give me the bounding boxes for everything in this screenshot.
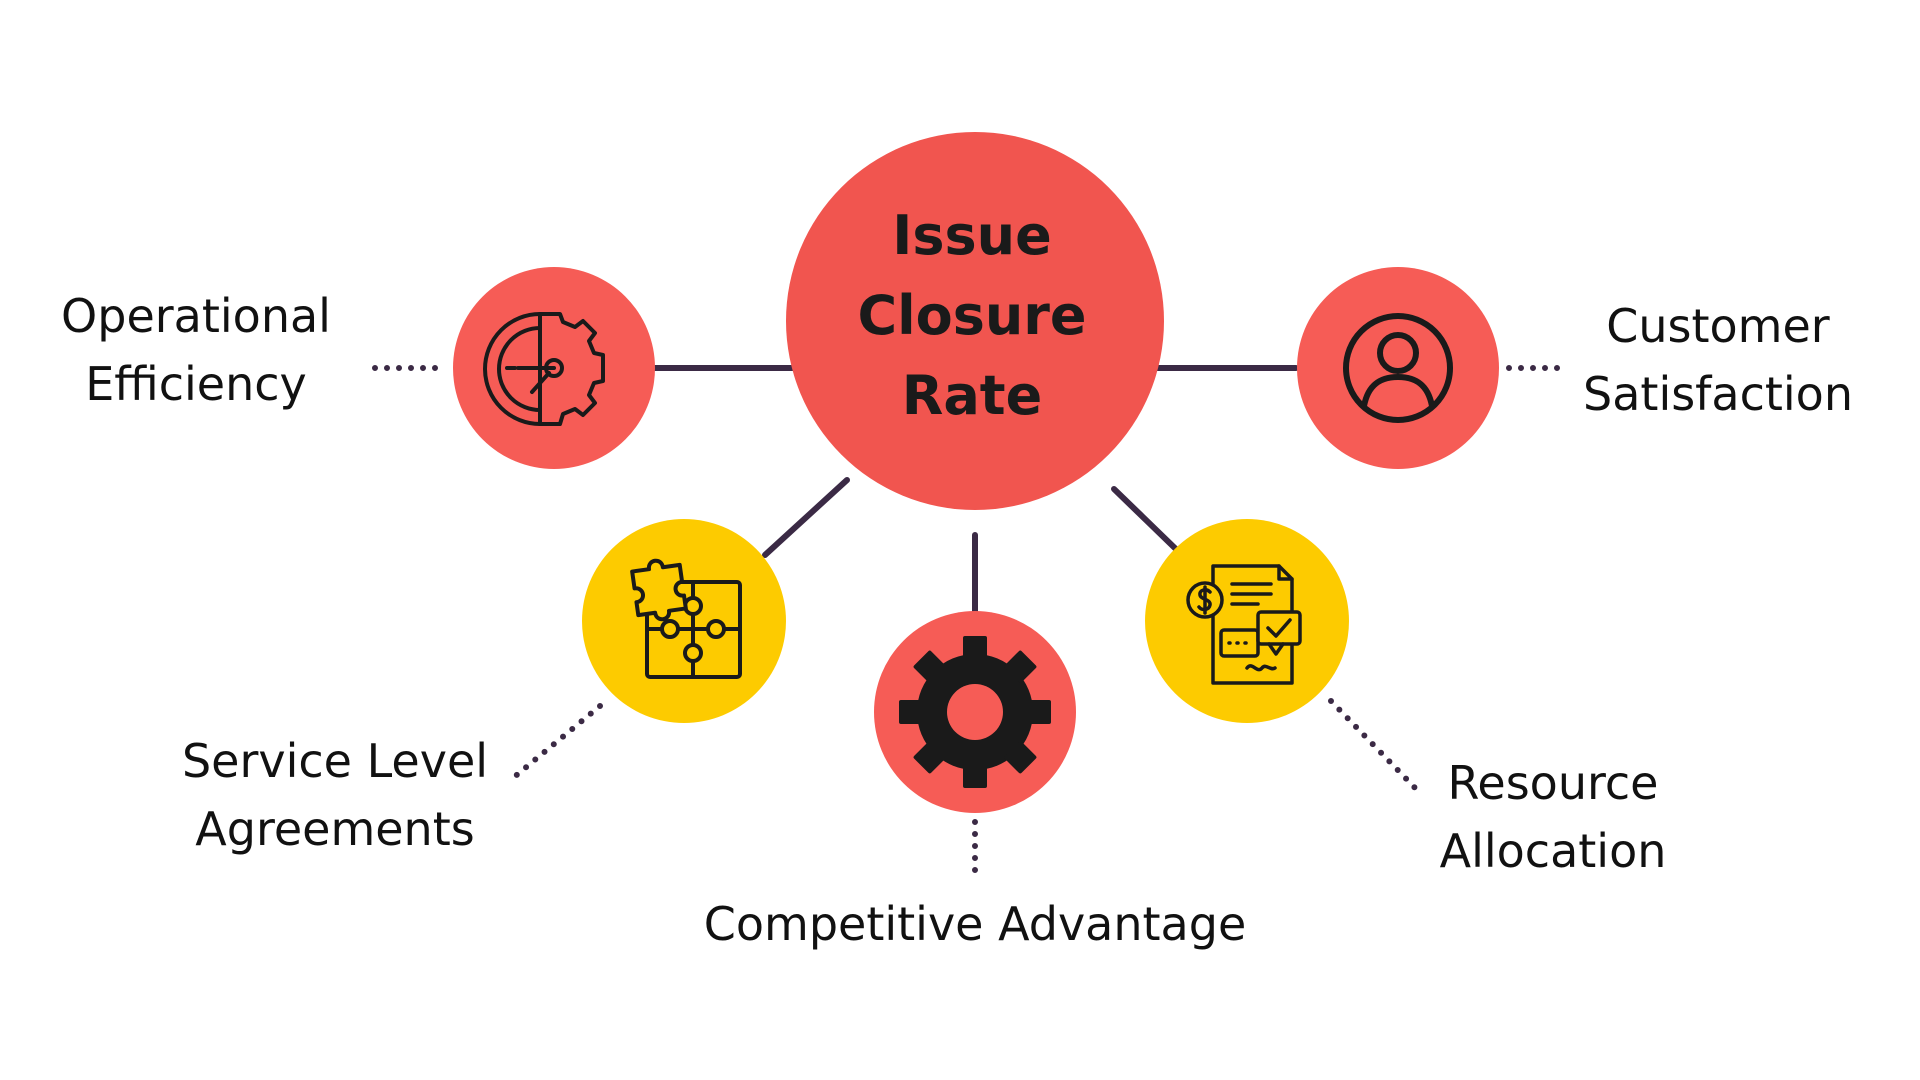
sla-line1: Service Level (181, 734, 489, 788)
stopwatch-gear-icon (483, 312, 605, 426)
node-customer-satisfaction (1297, 267, 1499, 469)
competitive-line1: Competitive Advantage (703, 897, 1247, 951)
center-title: Issue Closure Rate (783, 196, 1161, 436)
sla-line2: Agreements (195, 802, 475, 856)
center-circle (786, 132, 1164, 510)
center-title-line1: Issue (892, 204, 1052, 267)
dots-sla (510, 703, 603, 781)
dotted-connectors (372, 365, 1572, 885)
resource-line2: Allocation (1439, 824, 1667, 878)
node-resource-allocation (1145, 519, 1349, 723)
label-operational-efficiency: Operational Efficiency (38, 282, 354, 418)
center-title-line2: Closure (857, 284, 1087, 347)
customer-line1: Customer (1606, 299, 1830, 353)
operational-line2: Efficiency (85, 357, 307, 411)
invoice-document-icon (1186, 564, 1302, 685)
label-service-level-agreements: Service Level Agreements (162, 727, 508, 863)
gear-icon (899, 636, 1051, 788)
center-title-line3: Rate (901, 364, 1043, 427)
label-customer-satisfaction: Customer Satisfaction (1560, 292, 1876, 428)
label-competitive-advantage: Competitive Advantage (655, 890, 1295, 958)
operational-line1: Operational (61, 289, 331, 343)
connector-resource (1111, 486, 1183, 556)
puzzle-icon (630, 558, 742, 679)
resource-line1: Resource (1447, 756, 1659, 810)
connectors (649, 365, 1299, 615)
node-competitive-advantage (874, 611, 1076, 813)
dots-resource (1328, 698, 1421, 794)
node-service-level-agreements (582, 519, 786, 723)
sla-circle (582, 519, 786, 723)
label-resource-allocation: Resource Allocation (1403, 749, 1703, 885)
user-circle-icon (1343, 313, 1453, 423)
customer-line2: Satisfaction (1583, 367, 1853, 421)
node-operational-efficiency (453, 267, 655, 469)
connector-sla (762, 477, 850, 558)
